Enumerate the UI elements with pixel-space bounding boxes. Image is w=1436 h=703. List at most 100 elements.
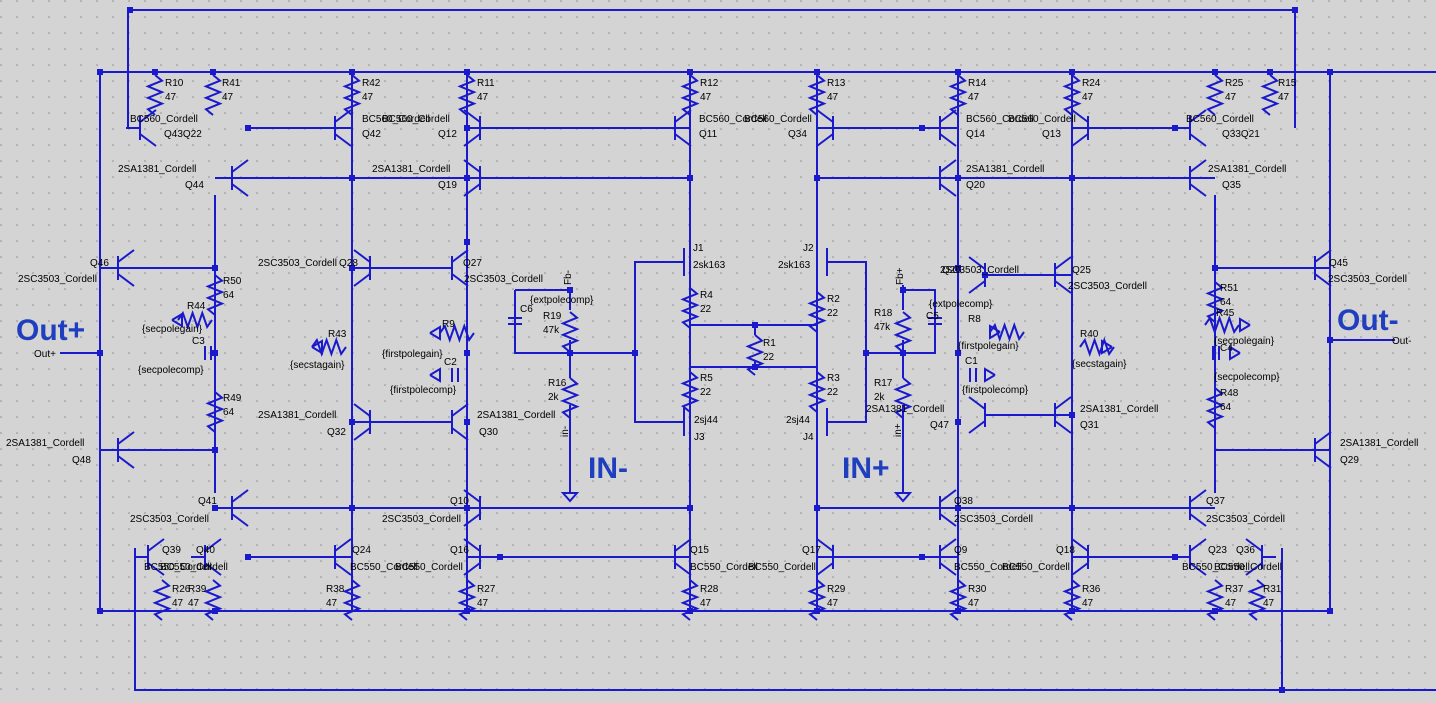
- capacitor-c2[interactable]: [429, 367, 459, 383]
- transistor-q40[interactable]: [191, 538, 222, 576]
- transistor-model-q32: 2SA1381_Cordell: [258, 410, 336, 421]
- transistor-q28[interactable]: [353, 249, 384, 287]
- resistor-r51[interactable]: [1205, 281, 1225, 323]
- junction-dot: [900, 287, 906, 293]
- resistor-r30[interactable]: [948, 579, 968, 621]
- transistor-q23[interactable]: [1176, 538, 1207, 576]
- transistor-q34[interactable]: [816, 109, 847, 147]
- resistor-r24[interactable]: [1062, 74, 1082, 116]
- resistor-r14[interactable]: [948, 74, 968, 116]
- junction-dot: [1279, 687, 1285, 693]
- transistor-q36[interactable]: [1245, 538, 1276, 576]
- capacitor-c3[interactable]: [204, 346, 212, 360]
- resistor-r43[interactable]: [311, 336, 347, 358]
- transistor-q41[interactable]: [218, 489, 249, 527]
- transistor-q37[interactable]: [1176, 489, 1207, 527]
- resistor-r29[interactable]: [807, 579, 827, 621]
- transistor-q46[interactable]: [104, 249, 135, 287]
- transistor-q17[interactable]: [816, 538, 847, 576]
- transistor-q31[interactable]: [1041, 396, 1072, 434]
- resistor-r38[interactable]: [342, 579, 362, 621]
- jfet-j3[interactable]: [672, 408, 685, 436]
- transistor-q9[interactable]: [926, 538, 957, 576]
- resistor-r41[interactable]: [203, 74, 223, 116]
- capacitor-c4[interactable]: [1212, 345, 1241, 361]
- transistor-q14[interactable]: [926, 109, 957, 147]
- resistor-r40[interactable]: [1079, 336, 1115, 358]
- transistor-q24[interactable]: [321, 538, 352, 576]
- resistor-r48[interactable]: [1205, 387, 1225, 429]
- transistor-model-q24: BC550_Cordell: [350, 562, 418, 573]
- transistor-q13[interactable]: [1071, 109, 1102, 147]
- resistor-r50[interactable]: [205, 274, 225, 316]
- transistor-q42[interactable]: [321, 109, 352, 147]
- transistor-q15[interactable]: [661, 538, 692, 576]
- junction-dot: [955, 419, 961, 425]
- transistor-q48[interactable]: [104, 431, 135, 469]
- jfet-j4[interactable]: [826, 408, 839, 436]
- resistor-r13[interactable]: [807, 74, 827, 116]
- jfet-model-j2: 2sk163: [778, 260, 811, 271]
- resistor-r28[interactable]: [680, 579, 700, 621]
- transistor-q20[interactable]: [926, 159, 957, 197]
- capacitor-c5[interactable]: [928, 317, 942, 325]
- resistor-group: [145, 74, 1280, 621]
- resistor-r31[interactable]: [1247, 579, 1267, 621]
- transistor-q29[interactable]: [1301, 431, 1332, 469]
- resistor-r39[interactable]: [203, 579, 223, 621]
- transistor-q32[interactable]: [353, 403, 384, 441]
- resistor-r26[interactable]: [152, 579, 172, 621]
- transistor-q35[interactable]: [1176, 159, 1207, 197]
- resistor-r2[interactable]: [807, 291, 827, 333]
- transistor-q47[interactable]: [968, 396, 999, 434]
- transistor-q39[interactable]: [134, 538, 165, 576]
- resistor-ref-r30: R30: [968, 584, 987, 595]
- transistor-q30[interactable]: [438, 403, 469, 441]
- transistor-model-q45: 2SC3503_Cordell: [1328, 274, 1407, 285]
- capacitor-c6[interactable]: [508, 317, 522, 325]
- resistor-r45[interactable]: [1204, 314, 1240, 336]
- capacitor-c1[interactable]: [969, 367, 996, 383]
- transistor-q44[interactable]: [218, 159, 249, 197]
- transistor-q33q21[interactable]: [1176, 109, 1207, 147]
- resistor-r10[interactable]: [145, 74, 165, 116]
- resistor-r5[interactable]: [680, 371, 700, 413]
- resistor-r12[interactable]: [680, 74, 700, 116]
- transistor-q25[interactable]: [1041, 256, 1072, 294]
- resistor-r9[interactable]: [439, 322, 475, 344]
- resistor-r16[interactable]: [560, 377, 580, 419]
- jfet-j1[interactable]: [672, 248, 685, 276]
- jfet-j2[interactable]: [826, 248, 839, 276]
- resistor-ref-r2: R2: [827, 294, 840, 305]
- resistor-r11[interactable]: [457, 74, 477, 116]
- junction-dot: [814, 69, 820, 75]
- resistor-r19[interactable]: [560, 311, 580, 353]
- transistor-q11[interactable]: [661, 109, 692, 147]
- resistor-ref-r24: R24: [1082, 78, 1101, 89]
- transistor-q38[interactable]: [926, 489, 957, 527]
- resistor-r3[interactable]: [807, 371, 827, 413]
- resistor-r36[interactable]: [1062, 579, 1082, 621]
- resistor-r49[interactable]: [205, 391, 225, 433]
- transistor-model-q48: 2SA1381_Cordell: [6, 438, 84, 449]
- resistor-r37[interactable]: [1205, 579, 1225, 621]
- resistor-r25[interactable]: [1205, 74, 1225, 116]
- resistor-r44[interactable]: [177, 309, 213, 331]
- transistor-q43q22[interactable]: [126, 109, 157, 147]
- resistor-r17[interactable]: [893, 377, 913, 419]
- resistor-r42[interactable]: [342, 74, 362, 116]
- resistor-r1[interactable]: [745, 334, 765, 376]
- resistor-r4[interactable]: [680, 287, 700, 329]
- resistor-r15[interactable]: [1260, 74, 1280, 116]
- resistor-r27[interactable]: [457, 579, 477, 621]
- resistor-r8[interactable]: [989, 321, 1025, 343]
- transistor-q12[interactable]: [463, 109, 494, 147]
- transistor-q18[interactable]: [1071, 538, 1102, 576]
- transistor-q27[interactable]: [438, 249, 469, 287]
- resistor-r18[interactable]: [893, 311, 913, 353]
- transistor-q16[interactable]: [463, 538, 494, 576]
- transistor-q19[interactable]: [463, 159, 494, 197]
- transistor-q45[interactable]: [1301, 249, 1332, 287]
- transistor-q10[interactable]: [463, 489, 494, 527]
